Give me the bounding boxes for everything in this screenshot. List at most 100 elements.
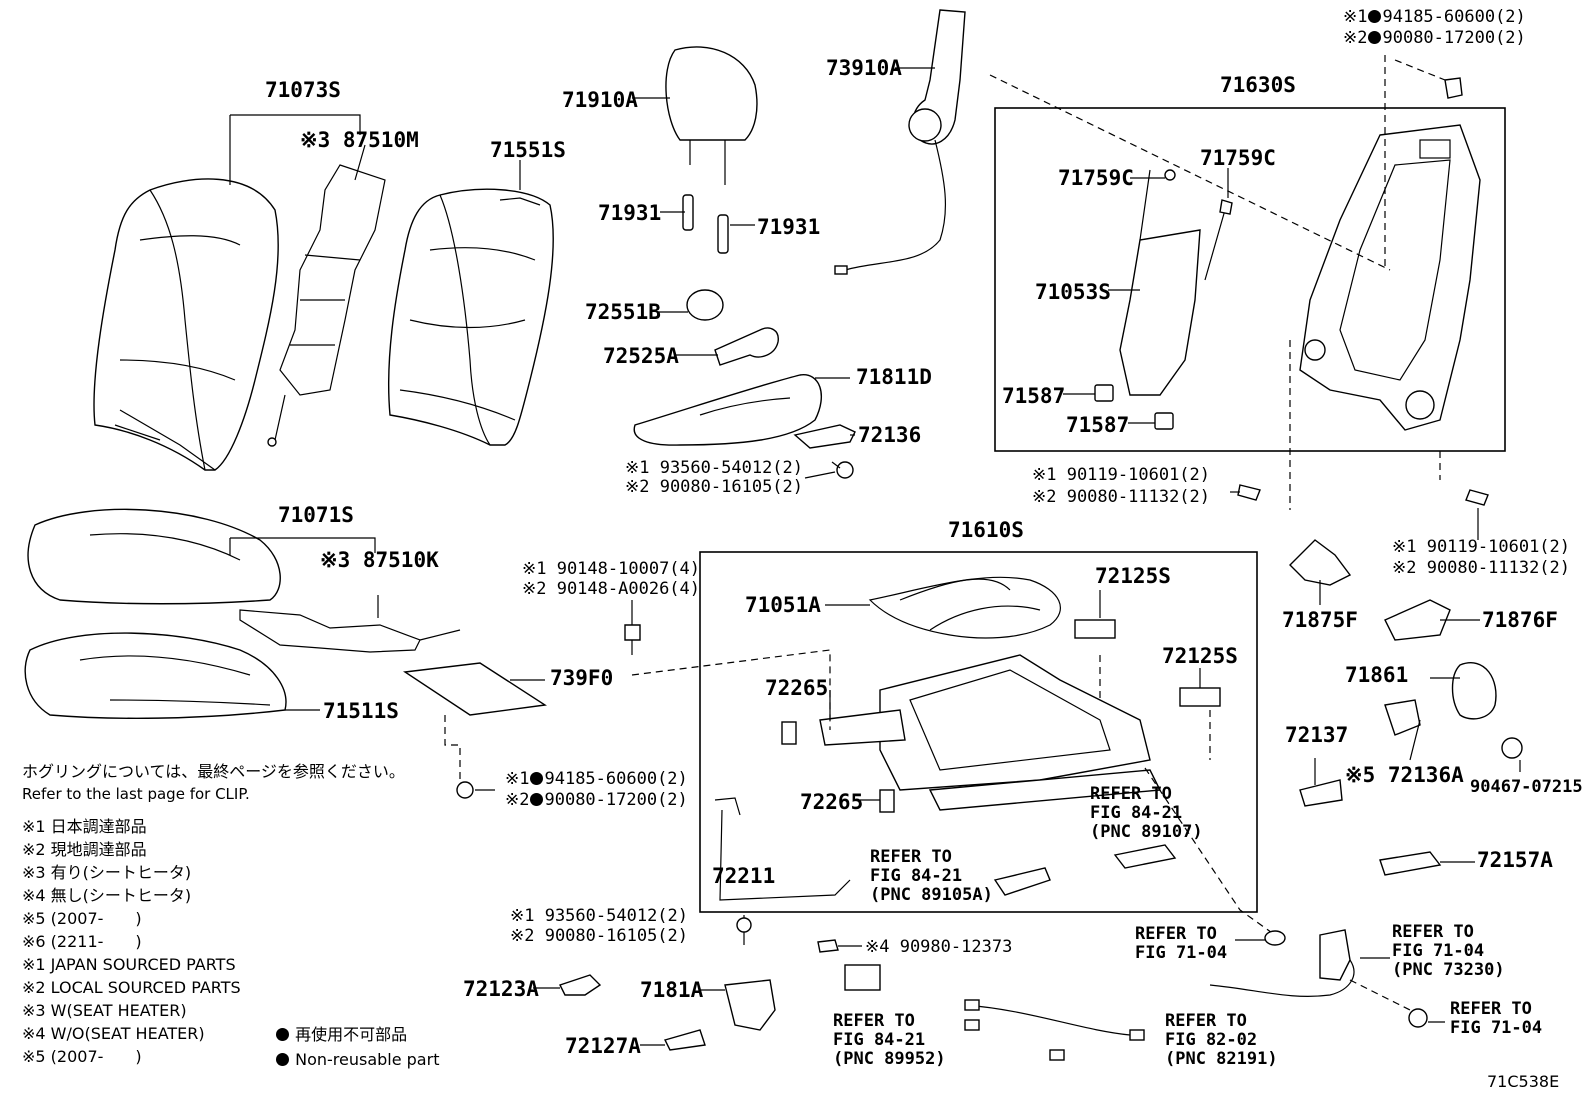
- fastener-label-90119-right: ※1 90119-10601(2): [1392, 537, 1571, 557]
- refer-fig-71-04-b[interactable]: REFER TO FIG 71-04: [1450, 1000, 1542, 1038]
- footnote-line: ※3 有り(シートヒータ): [22, 863, 192, 882]
- part-label-71511S: 71511S: [323, 699, 399, 723]
- fastener-label-90119-mid: ※1 90119-10601(2): [1032, 465, 1211, 485]
- footnote-list: ※1 日本調達部品※2 現地調達部品※3 有り(シートヒータ)※4 無し(シート…: [22, 815, 241, 1068]
- seat-back-frame-drawing: [1299, 124, 1481, 431]
- part-label-71610S: 71610S: [948, 518, 1024, 542]
- refer-line: REFER TO: [1450, 999, 1532, 1019]
- non-reusable-dot: [1368, 10, 1382, 23]
- part-label-71931-right: 71931: [757, 215, 821, 239]
- diagram-code: 71C538E: [1487, 1072, 1560, 1091]
- non-reusable-dot: [276, 1028, 289, 1041]
- fastener-label-90080-11132-mid: ※2 90080-11132(2): [1032, 487, 1211, 507]
- part-label-87510K: ※3 87510K: [320, 548, 439, 572]
- refer-line: REFER TO: [1392, 922, 1474, 942]
- part-label-72525A: 72525A: [603, 344, 679, 368]
- part-label-71630S: 71630S: [1220, 73, 1296, 97]
- part-label-7181A: 7181A: [640, 978, 704, 1002]
- part-label-72265-lower: 72265: [800, 790, 864, 814]
- refer-line: REFER TO: [1090, 784, 1172, 804]
- non-reusable-dot: [276, 1053, 289, 1066]
- refer-line: REFER TO: [1135, 924, 1217, 944]
- part-label-72136: 72136: [858, 423, 922, 447]
- refer-fig-84-21-89107[interactable]: REFER TO FIG 84-21 (PNC 89107): [1090, 785, 1203, 842]
- heater-element-back-drawing: [267, 164, 386, 447]
- fastener-label-93560-upper: ※1 93560-54012(2): [625, 458, 804, 478]
- headrest-drawing: [665, 46, 758, 185]
- part-label-71073S: 71073S: [265, 78, 341, 102]
- part-label-72125S-lower: 72125S: [1162, 644, 1238, 668]
- part-label-72137: 72137: [1285, 723, 1349, 747]
- part-label-73910A: 73910A: [826, 56, 902, 80]
- fastener-label-90148-A0026: ※2 90148-A0026(4): [522, 579, 701, 599]
- part-label-71053S: 71053S: [1035, 280, 1111, 304]
- part-label-71876F: 71876F: [1482, 608, 1558, 632]
- part-label-71759C-right: 71759C: [1200, 146, 1276, 170]
- part-label-87510M: ※3 87510M: [300, 128, 419, 152]
- seat-back-pad-drawing: [388, 188, 554, 446]
- refer-line: FIG 84-21: [833, 1030, 926, 1050]
- non-reusable-dot: [1368, 31, 1382, 44]
- clip-note-jp: ホグリングについては、最終ページを参照ください。: [22, 762, 405, 781]
- refer-line: REFER TO: [870, 847, 952, 867]
- refer-fig-71-04-a[interactable]: REFER TO FIG 71-04: [1135, 925, 1227, 963]
- refer-line: (PNC 89105A): [870, 885, 993, 905]
- footnote-line: ※5 (2007- ): [22, 909, 142, 928]
- part-label-71910A: 71910A: [562, 88, 638, 112]
- footnote-line: ※2 LOCAL SOURCED PARTS: [22, 978, 241, 997]
- part-label-72123A: 72123A: [463, 977, 539, 1001]
- part-label-739F0: 739F0: [550, 666, 614, 690]
- part-label-90467-07215: 90467-07215: [1470, 777, 1583, 797]
- part-label-72157A: 72157A: [1477, 848, 1553, 872]
- part-label-71587-upper: 71587: [1002, 384, 1066, 408]
- refer-line: REFER TO: [1165, 1011, 1247, 1031]
- part-label-90980-12373: ※4 90980-12373: [865, 937, 1013, 957]
- part-label-71071S: 71071S: [278, 503, 354, 527]
- refer-line: (PNC 89107): [1090, 822, 1203, 842]
- fastener-label-90080-11132-right: ※2 90080-11132(2): [1392, 558, 1571, 578]
- refer-line: FIG 84-21: [1090, 803, 1183, 823]
- part-label-72265-upper: 72265: [765, 676, 829, 700]
- part-label-72125S-upper: 72125S: [1095, 564, 1171, 588]
- part-label-71587-lower: 71587: [1066, 413, 1130, 437]
- clip-note-en: Refer to the last page for CLIP.: [22, 785, 250, 803]
- fastener-label-90080-16105-upper: ※2 90080-16105(2): [625, 477, 804, 497]
- refer-line: FIG 84-21: [870, 866, 963, 886]
- part-label-71875F: 71875F: [1282, 608, 1358, 632]
- part-label-72127A: 72127A: [565, 1034, 641, 1058]
- side-airbag-drawing: [834, 9, 966, 275]
- legend-non-reusable-jp: 再使用不可部品: [275, 1023, 407, 1046]
- part-label-72551B: 72551B: [585, 300, 661, 324]
- seat-back-cover-drawing: [93, 178, 279, 471]
- part-label-71811D: 71811D: [856, 365, 932, 389]
- non-reusable-dot: [530, 772, 544, 785]
- refer-fig-82-02-82191[interactable]: REFER TO FIG 82-02 (PNC 82191): [1165, 1012, 1278, 1069]
- part-label-71861: 71861: [1345, 663, 1409, 687]
- footnote-line: ※5 (2007- ): [22, 1047, 142, 1066]
- non-reusable-dot: [530, 793, 544, 806]
- refer-line: FIG 82-02: [1165, 1030, 1258, 1050]
- refer-line: REFER TO: [833, 1011, 915, 1031]
- refer-line: FIG 71-04: [1135, 943, 1228, 963]
- refer-fig-84-21-89105A[interactable]: REFER TO FIG 84-21 (PNC 89105A): [870, 848, 993, 905]
- refer-fig-84-21-89952[interactable]: REFER TO FIG 84-21 (PNC 89952): [833, 1012, 946, 1069]
- part-label-71051A: 71051A: [745, 593, 821, 617]
- part-label-71551S: 71551S: [490, 138, 566, 162]
- refer-line: FIG 71-04: [1450, 1018, 1543, 1038]
- part-label-71931-left: 71931: [598, 201, 662, 225]
- refer-line: FIG 71-04: [1392, 941, 1485, 961]
- leader-lines: [229, 67, 1521, 1046]
- part-label-71759C-left: 71759C: [1058, 166, 1134, 190]
- footnote-line: ※1 JAPAN SOURCED PARTS: [22, 955, 236, 974]
- refer-line: (PNC 82191): [1165, 1049, 1278, 1069]
- footnote-line: ※4 W/O(SEAT HEATER): [22, 1024, 205, 1043]
- fastener-label-90080-16105-lower: ※2 90080-16105(2): [510, 926, 689, 946]
- refer-fig-71-04-73230[interactable]: REFER TO FIG 71-04 (PNC 73230): [1392, 923, 1505, 980]
- footnote-line: ※4 無し(シートヒータ): [22, 886, 192, 905]
- fastener-label-90148-10007: ※1 90148-10007(4): [522, 559, 701, 579]
